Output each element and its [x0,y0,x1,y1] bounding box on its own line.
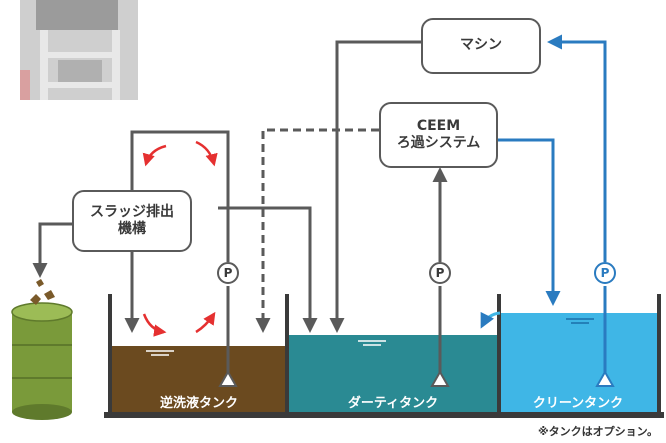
equipment-photo [20,0,138,100]
clean-tank-liquid [500,313,658,414]
ceem-label-line1: CEEM [416,117,461,134]
sludge-label-line2: 機構 [118,221,146,237]
machine-label: マシン [460,37,502,54]
dirty-pump-icon: P [429,262,451,284]
sludge-label-line1: スラッジ排出 [90,203,174,220]
ceem-filter-box: CEEM ろ過システム [379,102,498,168]
dirty-tank-label: ダーティタンク [347,396,439,411]
backwash-dashed-line [255,128,379,333]
backwash-tank-label: 逆洗液タンク [159,396,238,411]
overflow-arrow [480,311,501,329]
footnote: ※タンクはオプション。 [537,425,658,438]
pump-intakes [218,369,615,387]
surface-marks [146,318,594,356]
blue-flow-lines [498,34,607,380]
sludge-drum [11,279,73,420]
machine-box: マシン [421,18,541,74]
backwash-pump-icon: P [217,262,239,284]
clean-tank-label: クリーンタンク [532,396,624,411]
backwash-tank-liquid [112,346,286,414]
sludge-discharge-box: スラッジ排出 機構 [72,190,192,252]
clean-pump-icon: P [594,262,616,284]
dirty-tank-liquid [288,335,498,414]
ceem-label-line2: ろ過システム [396,135,481,151]
red-circulation-arrows [142,140,218,337]
tank-base [104,412,664,418]
